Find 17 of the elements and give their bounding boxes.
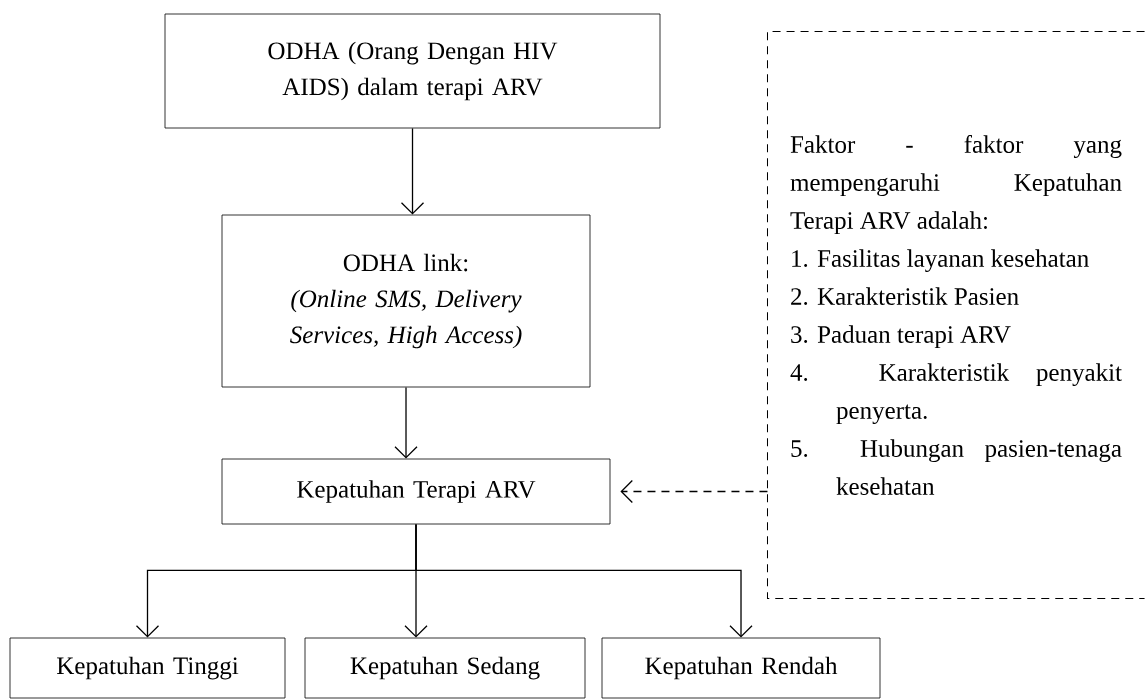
process-box: Kepatuhan Terapi ARV — [221, 458, 611, 525]
process-box: ODHA (Orang Dengan HIV AIDS) dalam terapi ARV — [164, 13, 661, 129]
process-box: Kepatuhan Sedang — [304, 637, 586, 699]
arrow — [415, 523, 753, 638]
process-box: Kepatuhan Tinggi — [9, 637, 286, 699]
dashed-panel — [766, 30, 1145, 600]
process-box: ODHA link: (Online SMS, Delivery Services, High Access) — [221, 214, 591, 388]
process-box: Kepatuhan Rendah — [601, 637, 881, 699]
list-item: 5. Hubungan pasien-tenaga kesehatan — [791, 439, 1122, 495]
list-item: 3. Paduan terapi ARV — [791, 325, 1011, 348]
arrow — [400, 127, 425, 215]
heading-text: Faktor - faktor yang mempengaruhi Kepatuhan Terapi ARV adalah: — [790, 135, 1122, 234]
arrow — [394, 386, 418, 459]
list-item: 4. Karakteristik penyakit penyerta. — [790, 363, 1122, 425]
list-item: 1. Fasilitas layanan kesehatan — [792, 249, 1089, 273]
list-item: 2. Karakteristik Pasien — [791, 287, 1019, 306]
arrow — [620, 479, 769, 504]
